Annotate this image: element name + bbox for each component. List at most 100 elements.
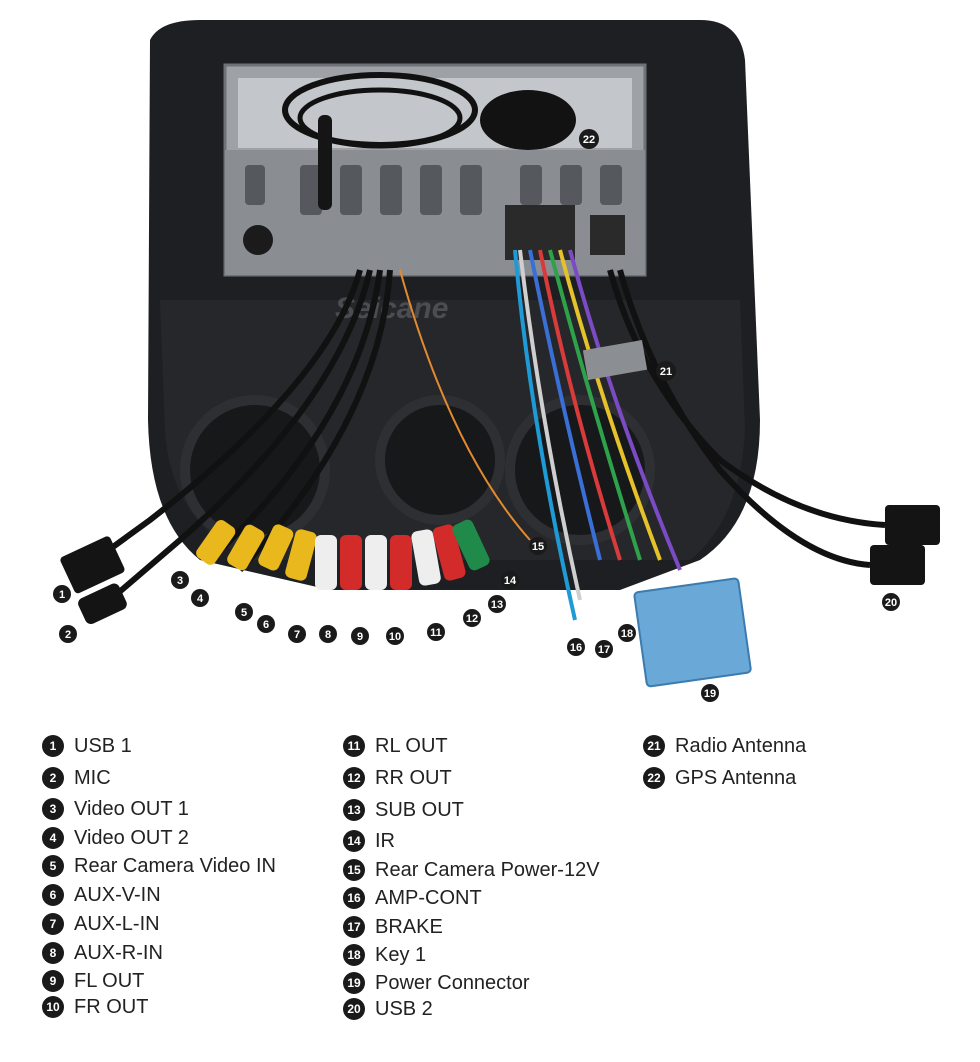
callout-11: 11 xyxy=(427,623,445,641)
legend-item-10: 10 FR OUT xyxy=(42,994,148,1020)
callout-14: 14 xyxy=(501,571,519,589)
svg-text:17: 17 xyxy=(598,644,610,656)
svg-text:9: 9 xyxy=(357,631,363,643)
callout-6: 6 xyxy=(257,615,275,633)
legend-label: IR xyxy=(375,829,395,852)
legend-num: 2 xyxy=(42,767,64,789)
legend-label: Key 1 xyxy=(375,943,427,966)
legend-num: 8 xyxy=(42,942,64,964)
legend-num: 1 xyxy=(42,735,64,757)
svg-text:16: 16 xyxy=(570,642,582,654)
legend-item-4: 4 Video OUT 2 xyxy=(42,825,189,851)
legend-num: 12 xyxy=(343,767,365,789)
legend-num: 20 xyxy=(343,998,365,1020)
legend-num: 19 xyxy=(343,972,365,994)
legend-num: 7 xyxy=(42,913,64,935)
legend-label: MIC xyxy=(74,766,111,789)
callout-3: 3 xyxy=(171,571,189,589)
legend-label: AMP-CONT xyxy=(375,886,482,909)
legend-item-9: 9 FL OUT xyxy=(42,968,144,994)
callout-19: 19 xyxy=(701,684,719,702)
callout-9: 9 xyxy=(351,627,369,645)
svg-text:22: 22 xyxy=(583,134,595,146)
legend-label: GPS Antenna xyxy=(675,766,797,789)
svg-text:21: 21 xyxy=(660,366,672,378)
callout-8: 8 xyxy=(319,625,337,643)
legend-num: 11 xyxy=(343,735,365,757)
callout-5: 5 xyxy=(235,603,253,621)
rca-plugs xyxy=(196,519,490,590)
legend-item-15: 15 Rear Camera Power-12V xyxy=(343,857,600,883)
usb2-plug-b xyxy=(870,545,925,585)
legend-label: Video OUT 2 xyxy=(74,826,189,849)
legend-num: 13 xyxy=(343,799,365,821)
svg-text:12: 12 xyxy=(466,613,478,625)
vent-center xyxy=(375,395,505,525)
legend-item-2: 2 MIC xyxy=(42,765,111,791)
legend-label: AUX-R-IN xyxy=(74,941,163,964)
legend-num: 16 xyxy=(343,887,365,909)
svg-text:2: 2 xyxy=(65,629,71,641)
legend-num: 6 xyxy=(42,884,64,906)
legend-num: 17 xyxy=(343,916,365,938)
legend-item-17: 17 BRAKE xyxy=(343,914,443,940)
callout-20: 20 xyxy=(882,593,900,611)
svg-text:14: 14 xyxy=(504,575,517,587)
legend-item-8: 8 AUX-R-IN xyxy=(42,940,163,966)
legend-item-19: 19 Power Connector xyxy=(343,970,530,996)
legend-num: 3 xyxy=(42,798,64,820)
callout-13: 13 xyxy=(488,595,506,613)
legend-num: 10 xyxy=(42,996,64,1018)
svg-text:20: 20 xyxy=(885,597,897,609)
callout-10: 10 xyxy=(386,627,404,645)
legend-num: 18 xyxy=(343,944,365,966)
legend-item-7: 7 AUX-L-IN xyxy=(42,911,160,937)
legend-label: RR OUT xyxy=(375,766,452,789)
legend-num: 14 xyxy=(343,830,365,852)
svg-text:4: 4 xyxy=(197,593,204,605)
legend-label: SUB OUT xyxy=(375,798,464,821)
callout-16: 16 xyxy=(567,638,585,656)
callout-12: 12 xyxy=(463,609,481,627)
legend-label: AUX-L-IN xyxy=(74,912,160,935)
legend-item-13: 13 SUB OUT xyxy=(343,797,464,823)
legend-label: Rear Camera Power-12V xyxy=(375,858,600,881)
wiring-photo: Seicane xyxy=(53,20,940,702)
legend-label: Radio Antenna xyxy=(675,734,807,757)
callout-7: 7 xyxy=(288,625,306,643)
svg-text:3: 3 xyxy=(177,575,183,587)
legend-label: FR OUT xyxy=(74,995,149,1018)
legend-num: 4 xyxy=(42,827,64,849)
svg-text:11: 11 xyxy=(430,627,442,639)
svg-text:15: 15 xyxy=(532,541,544,553)
legend-num: 5 xyxy=(42,855,64,877)
legend-num: 9 xyxy=(42,970,64,992)
callout-21: 21 xyxy=(656,361,676,381)
gps-antenna xyxy=(480,90,576,150)
legend-label: BRAKE xyxy=(375,915,443,938)
callout-4: 4 xyxy=(191,589,209,607)
legend-label: Power Connector xyxy=(375,971,530,994)
svg-text:8: 8 xyxy=(325,629,331,641)
legend-item-12: 12 RR OUT xyxy=(343,765,452,791)
usb1-plug xyxy=(60,536,125,594)
legend-item-20: 20 USB 2 xyxy=(343,996,433,1022)
legend-label: FL OUT xyxy=(74,969,145,992)
svg-text:6: 6 xyxy=(263,619,269,631)
legend-label: USB 2 xyxy=(375,997,433,1020)
legend-num: 15 xyxy=(343,859,365,881)
svg-text:13: 13 xyxy=(491,599,503,611)
legend-item-16: 16 AMP-CONT xyxy=(343,885,482,911)
svg-text:10: 10 xyxy=(389,631,401,643)
callout-2: 2 xyxy=(59,625,77,643)
callout-17: 17 xyxy=(595,640,613,658)
legend-item-14: 14 IR xyxy=(343,828,395,854)
callout-15: 15 xyxy=(529,537,547,555)
